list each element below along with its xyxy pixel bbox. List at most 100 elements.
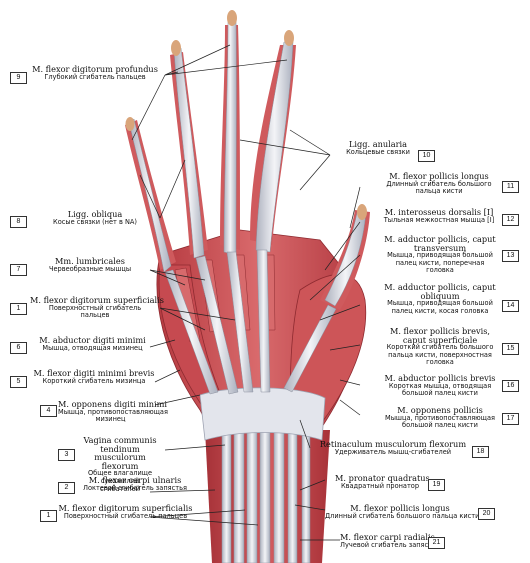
- label-number: 12: [502, 214, 519, 226]
- label-number: 15: [502, 343, 519, 355]
- label-latin: M. pronator quadratus: [335, 473, 430, 483]
- label-latin: M. opponens digiti minimi: [58, 399, 168, 409]
- finger-little: [125, 117, 176, 273]
- label-flexor-digitorum-superficialis-lower: M. flexor digitorum superficialis Поверх…: [58, 504, 193, 520]
- label-number: 10: [418, 150, 435, 162]
- label-flexor-digiti-minimi-brevis: M. flexor digiti minimi brevis Короткий …: [30, 369, 158, 385]
- label-latin: M. adductor pollicis, caput obliquum: [384, 282, 496, 301]
- label-number: 13: [502, 250, 519, 262]
- label-latin: M. flexor digitorum superficialis: [30, 295, 164, 305]
- label-opponens-pollicis: M. opponens pollicis Мышца, противопоста…: [382, 406, 498, 430]
- label-number: 3: [58, 449, 75, 461]
- label-number: 14: [502, 300, 519, 312]
- finger-ring: [170, 40, 208, 259]
- label-latin: M. flexor pollicis longus: [350, 503, 450, 513]
- label-latin: M. flexor pollicis brevis, caput superfi…: [389, 326, 491, 345]
- label-russian: Косые связки (нет в NA): [53, 217, 137, 226]
- label-flexor-pollicis-longus-lower: M. flexor pollicis longus Длинный сгибат…: [325, 503, 480, 520]
- finger-middle: [220, 10, 240, 256]
- label-number: 2: [58, 482, 75, 494]
- label-number: 7: [10, 264, 27, 276]
- label-flexor-pollicis-longus-upper: M. flexor pollicis longus Длинный сгибат…: [380, 172, 498, 196]
- label-latin: Ligg. anularia: [348, 139, 408, 149]
- label-latin: M. flexor carpi ulnaris: [88, 475, 182, 485]
- label-latin: M. adductor pollicis, caput transversum: [384, 234, 496, 253]
- label-abductor-pollicis-brevis: M. abductor pollicis brevis Короткая мыш…: [382, 374, 498, 398]
- label-russian: Мышца, противопоставляющая: [58, 407, 168, 416]
- label-russian: мизинец: [95, 415, 126, 424]
- label-ligg-anularia: Ligg. anularia Кольцевые связки: [338, 140, 418, 156]
- label-number: 9: [10, 72, 27, 84]
- label-flexor-carpi-radialis: M. flexor carpi radialis Лучевой сгибате…: [340, 532, 440, 549]
- label-opponens-digiti-minimi: M. opponens digiti minimi Мышца, противо…: [58, 399, 168, 424]
- label-flexor-carpi-ulnaris: M. flexor carpi ulnaris Локтевой сгибате…: [76, 476, 194, 492]
- label-flexor-pollicis-brevis: M. flexor pollicis brevis, caput superfi…: [382, 327, 498, 367]
- forearm-tendons: [221, 431, 311, 563]
- label-russian: Короткий сгибатель большого пальца кисти…: [386, 343, 494, 367]
- label-russian: Длинный сгибатель большого пальца кисти: [325, 511, 480, 520]
- label-latin: M. abductor digiti minimi: [39, 335, 146, 345]
- label-number: 19: [428, 479, 445, 491]
- label-russian: сгибателей: [100, 484, 140, 493]
- label-latin: M. flexor digiti minimi brevis: [33, 368, 155, 378]
- label-russian: Мышца, приводящая большой палец кисти, п…: [387, 251, 493, 275]
- label-flexor-digitorum-profundus: M. flexor digitorum profundus Глубокий с…: [30, 65, 160, 81]
- label-latin: M. abductor pollicis brevis: [384, 373, 496, 383]
- label-russian: Глубокий сгибатель пальцев: [44, 72, 146, 81]
- label-number: 20: [478, 508, 495, 520]
- label-latin: M. interosseus dorsalis [I]: [384, 207, 494, 217]
- label-russian: Короткая мышца, отводящая большой палец …: [388, 381, 492, 398]
- label-russian: Мышца, противопоставляющая большой палец…: [385, 413, 495, 430]
- label-number: 5: [10, 376, 27, 388]
- label-retinaculum: Retinaculum musculorum flexorum Удержива…: [318, 440, 468, 456]
- label-latin: M. opponens pollicis: [397, 405, 483, 415]
- label-latin: M. flexor digitorum superficialis: [58, 503, 193, 513]
- label-russian: Общее влагалище сухожилий: [87, 469, 153, 485]
- label-russian: Кольцевые связки: [346, 147, 410, 156]
- label-number: 21: [428, 537, 445, 549]
- label-pronator-quadratus: M. pronator quadratus Квадратный пронато…: [335, 473, 430, 490]
- label-vagina-communis: Vagina communis tendinum musculorum flex…: [76, 436, 164, 493]
- label-russian: пальцев: [80, 311, 110, 320]
- label-latin: Retinaculum musculorum flexorum: [319, 439, 467, 449]
- label-number: 18: [472, 446, 489, 458]
- label-lumbricales: Mm. lumbricales Червеобразные мышцы: [30, 257, 150, 273]
- label-number: 1: [40, 510, 57, 522]
- flexor-retinaculum: [199, 387, 326, 441]
- palm-flexor-tendons: [164, 249, 337, 395]
- label-russian: Мышца, отводящая мизинец: [42, 343, 143, 352]
- label-adductor-pollicis-transversum: M. adductor pollicis, caput transversum …: [382, 235, 498, 275]
- label-russian: Квадратный пронатор: [340, 481, 420, 490]
- label-russian: Лучевой сгибатель запястья: [340, 540, 440, 549]
- finger-index: [250, 30, 296, 253]
- label-ligg-obliqua: Ligg. obliqua Косые связки (нет в NA): [30, 210, 160, 226]
- label-russian: Мышца, приводящая большой палец кисти, к…: [387, 299, 493, 315]
- label-number: 8: [10, 216, 27, 228]
- label-russian: Удерживатель мышц-сгибателей: [334, 447, 452, 456]
- label-number: 16: [502, 380, 519, 392]
- label-russian: пальца кисти: [415, 187, 463, 196]
- label-russian: Длинный сгибатель большого: [386, 179, 492, 188]
- label-number: 1: [10, 303, 27, 315]
- label-latin: M. flexor pollicis longus: [389, 171, 489, 181]
- label-flexor-digitorum-superficialis-upper: M. flexor digitorum superficialis Поверх…: [30, 295, 164, 320]
- label-russian: Тыльная межкостная мышца [I]: [383, 215, 495, 224]
- label-interosseus-dorsalis: M. interosseus dorsalis [I] Тыльная межк…: [380, 208, 498, 224]
- label-russian: Поверхностный сгибатель: [48, 303, 142, 312]
- label-latin: M. flexor carpi radialis: [340, 532, 435, 542]
- label-russian: Короткий сгибатель мизинца: [42, 376, 146, 385]
- label-number: 11: [502, 181, 519, 193]
- label-russian: Локтевой сгибатель запястья: [83, 483, 187, 492]
- label-latin: Ligg. obliqua: [67, 209, 123, 219]
- label-latin: M. flexor digitorum profundus: [32, 64, 158, 74]
- label-number: 6: [10, 342, 27, 354]
- leader-lines: [131, 44, 361, 541]
- label-russian: Червеобразные мышцы: [48, 264, 132, 273]
- label-number: 4: [40, 405, 57, 417]
- label-abductor-digiti-minimi: M. abductor digiti minimi Мышца, отводящ…: [30, 336, 155, 352]
- label-russian: Поверхностный сгибатель пальцев: [63, 511, 188, 520]
- label-adductor-pollicis-obliquum: M. adductor pollicis, caput obliquum Мыш…: [382, 283, 498, 315]
- label-latin: Vagina communis tendinum musculorum flex…: [83, 435, 157, 471]
